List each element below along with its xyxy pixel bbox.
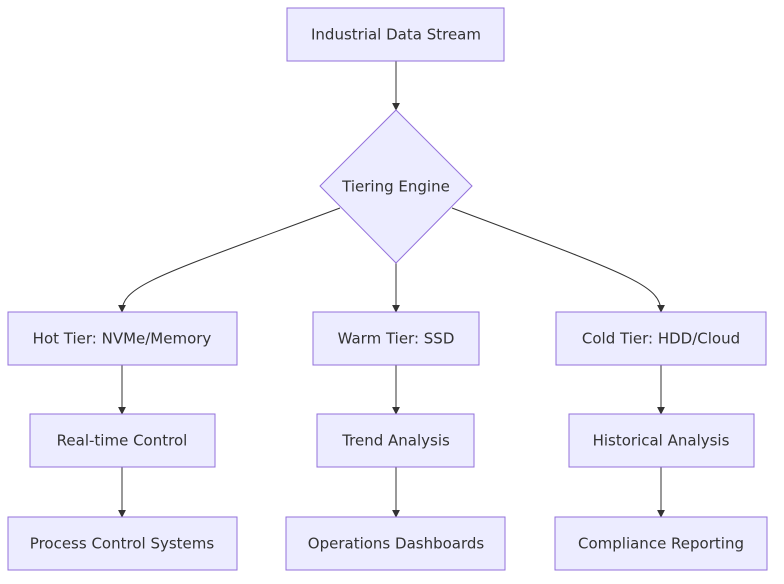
node-label: Real-time Control [57, 432, 188, 450]
node-label: Trend Analysis [341, 432, 450, 450]
node-label: Compliance Reporting [578, 535, 744, 553]
node-process-control-systems: Process Control Systems [7, 516, 238, 571]
node-label: Tiering Engine [341, 178, 450, 196]
node-trend-analysis: Trend Analysis [316, 413, 475, 468]
node-label: Industrial Data Stream [311, 26, 481, 44]
node-label: Cold Tier: HDD/Cloud [582, 330, 740, 348]
node-label: Operations Dashboards [308, 535, 485, 553]
node-industrial-data-stream: Industrial Data Stream [286, 7, 505, 62]
node-label: Warm Tier: SSD [338, 330, 455, 348]
node-label: Historical Analysis [593, 432, 730, 450]
edge-engine-to-cold [451, 207, 665, 313]
node-tiering-engine: Tiering Engine [319, 109, 473, 264]
node-historical-analysis: Historical Analysis [568, 413, 755, 468]
edge-engine-to-hot [118, 207, 341, 313]
node-compliance-reporting: Compliance Reporting [554, 516, 768, 571]
node-hot-tier: Hot Tier: NVMe/Memory [7, 311, 238, 366]
node-operations-dashboards: Operations Dashboards [285, 516, 506, 571]
node-warm-tier: Warm Tier: SSD [312, 311, 480, 366]
edges [118, 61, 665, 518]
node-cold-tier: Cold Tier: HDD/Cloud [555, 311, 767, 366]
node-label: Hot Tier: NVMe/Memory [33, 330, 212, 348]
node-label: Process Control Systems [30, 535, 215, 553]
node-real-time-control: Real-time Control [29, 413, 216, 468]
